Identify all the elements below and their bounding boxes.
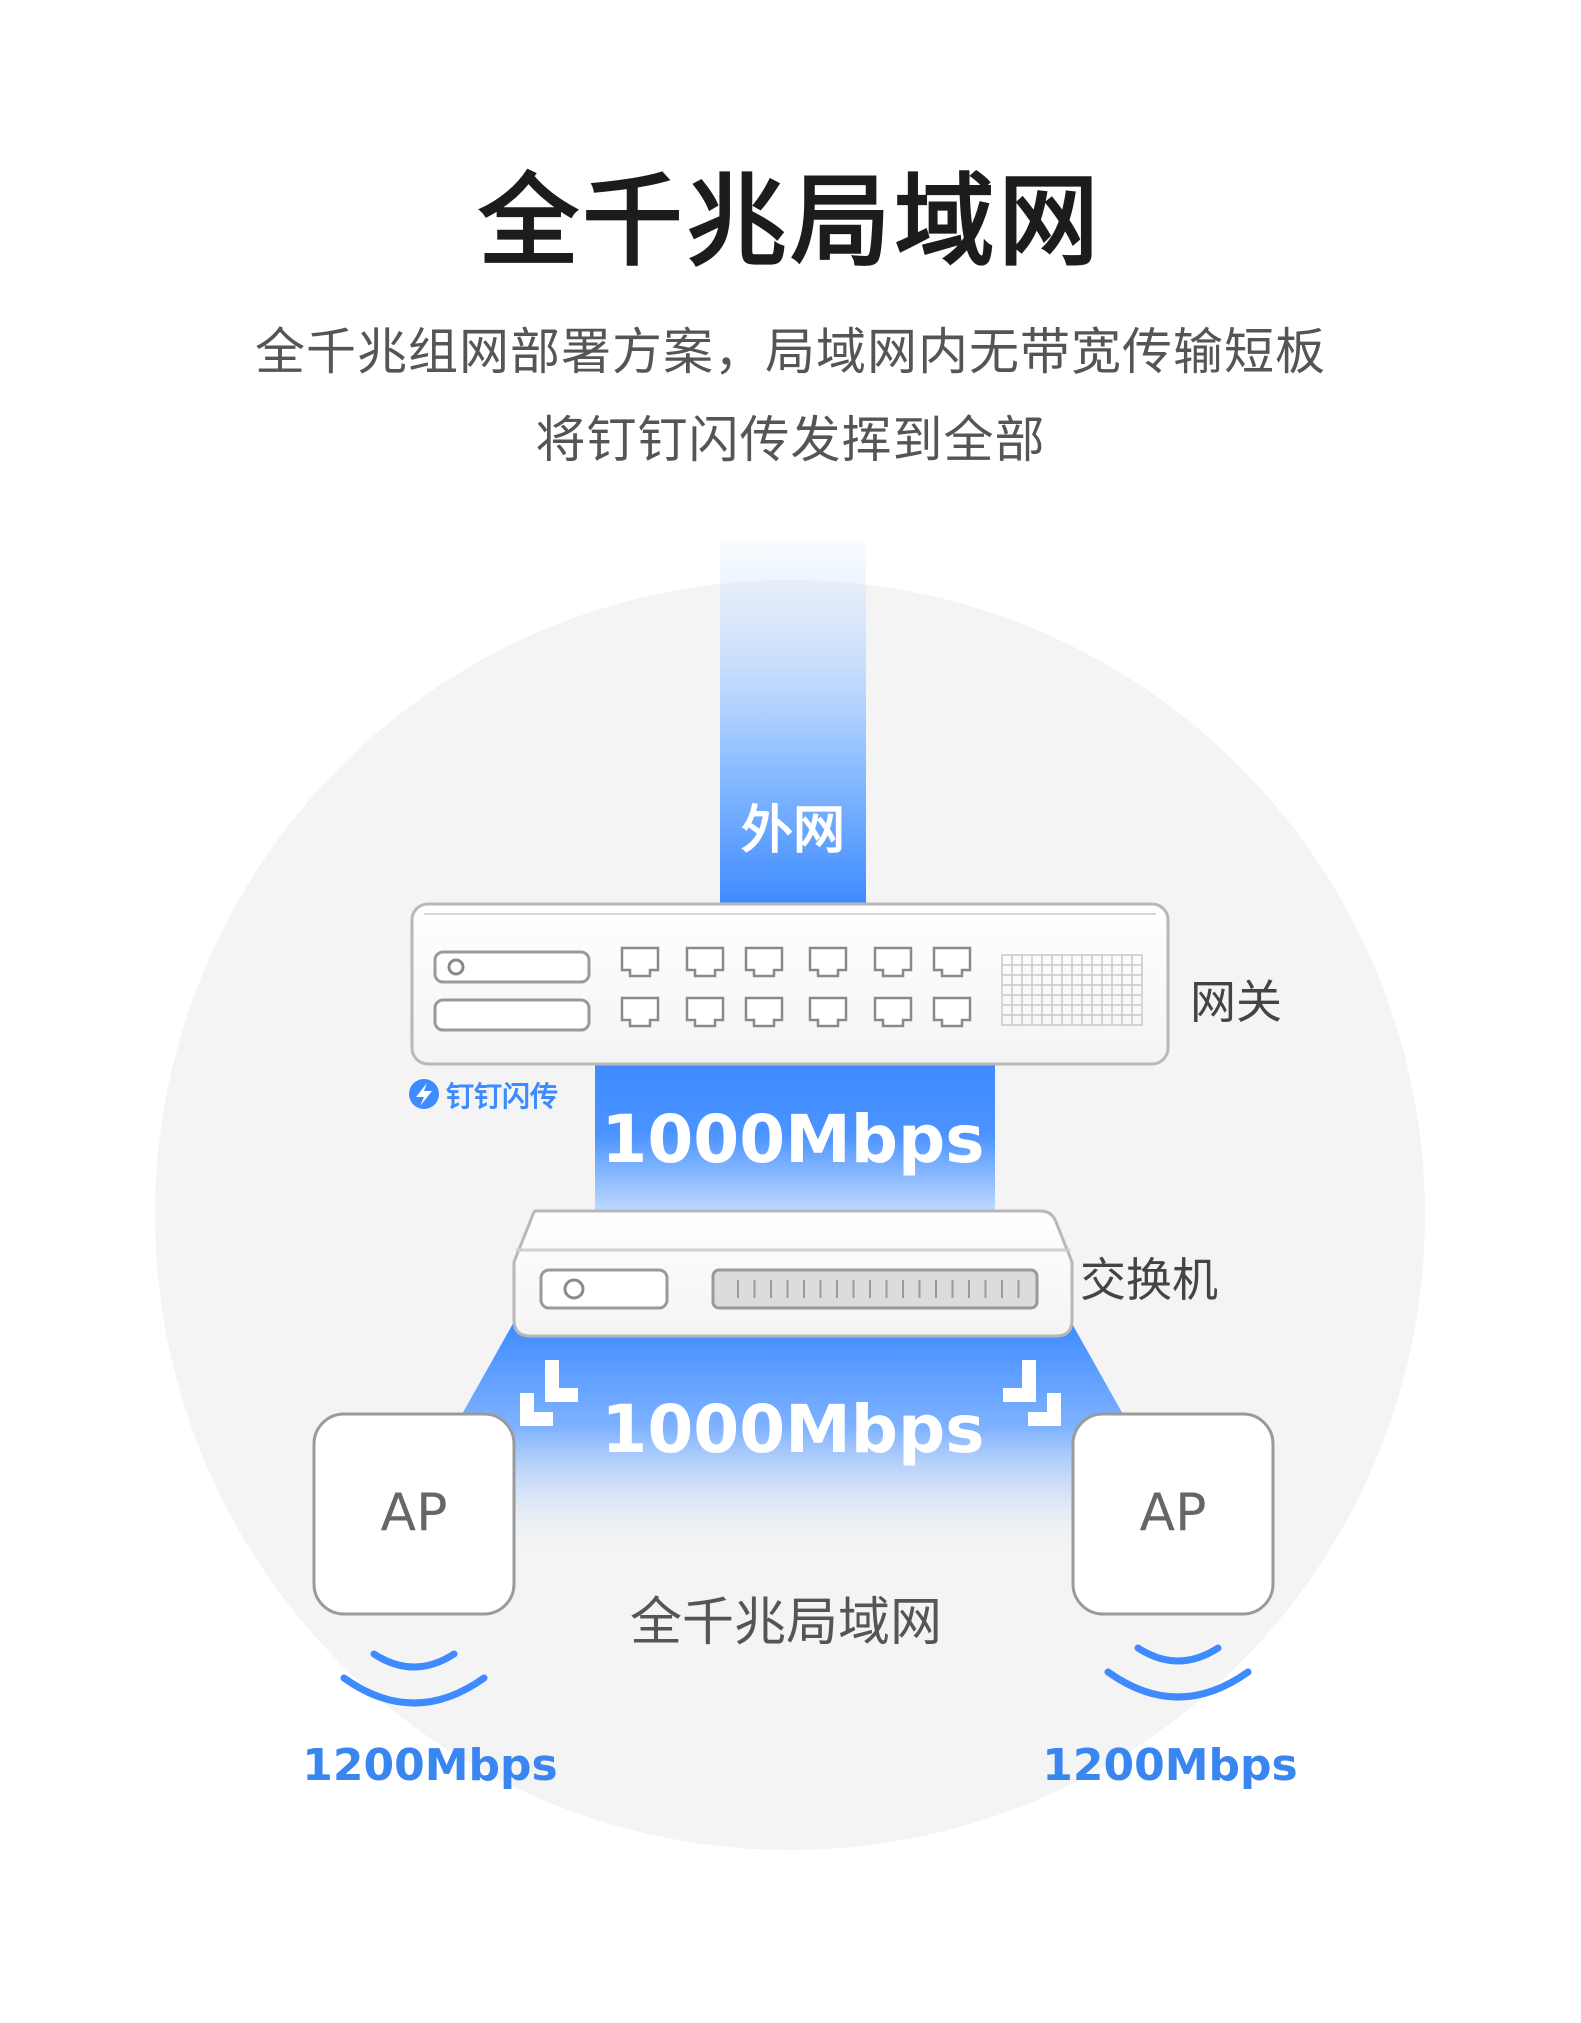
ethernet-port (620, 946, 660, 978)
wan-label: 外网 (741, 801, 845, 861)
ethernet-port (685, 946, 725, 978)
switch-ap-beam (380, 1320, 1205, 1560)
ap-device-right (1071, 1412, 1275, 1616)
wifi-signal-icon-right (1104, 1644, 1252, 1701)
switch-port-strip (737, 1280, 1020, 1298)
ap-device-left (312, 1412, 516, 1616)
ethernet-port (873, 946, 913, 978)
page-title: 全千兆局域网 (478, 163, 1103, 280)
wan-beam (720, 540, 866, 905)
ethernet-port (932, 946, 972, 978)
wifi-left-speed: 1200Mbps (302, 1740, 557, 1791)
gateway-label: 网关 (1190, 975, 1282, 1029)
gateway-vent-grid (1001, 954, 1143, 1026)
ethernet-port (620, 996, 660, 1028)
ap-left-label: AP (381, 1483, 448, 1543)
subtitle-line-1: 全千兆组网部署方案，局域网内无带宽传输短板 (255, 323, 1326, 381)
expand-bracket-icon-right (1003, 1360, 1061, 1426)
gateway-switch-speed: 1000Mbps (601, 1101, 984, 1178)
brand-label: 钉钉闪传 (446, 1080, 558, 1113)
ethernet-port (685, 996, 725, 1028)
ap-right-label: AP (1140, 1483, 1207, 1543)
ethernet-port (808, 996, 848, 1028)
switch-device (512, 1209, 1074, 1338)
gateway-device (410, 902, 1170, 1066)
gateway-switch-beam (595, 1062, 995, 1222)
lightning-icon (409, 1079, 439, 1109)
ethernet-port (932, 996, 972, 1028)
expand-bracket-icon-left (520, 1360, 578, 1426)
ethernet-port (744, 946, 784, 978)
ethernet-port (808, 946, 848, 978)
wifi-right-speed: 1200Mbps (1042, 1740, 1297, 1791)
ethernet-port (873, 996, 913, 1028)
gateway-ethernet-ports (620, 946, 972, 1028)
switch-ap-speed: 1000Mbps (601, 1391, 984, 1468)
lan-label: 全千兆局域网 (630, 1593, 942, 1653)
wifi-signal-icon-left (340, 1650, 488, 1707)
ethernet-port (744, 996, 784, 1028)
switch-label: 交换机 (1080, 1253, 1218, 1307)
subtitle-line-2: 将钉钉闪传发挥到全部 (535, 411, 1046, 469)
